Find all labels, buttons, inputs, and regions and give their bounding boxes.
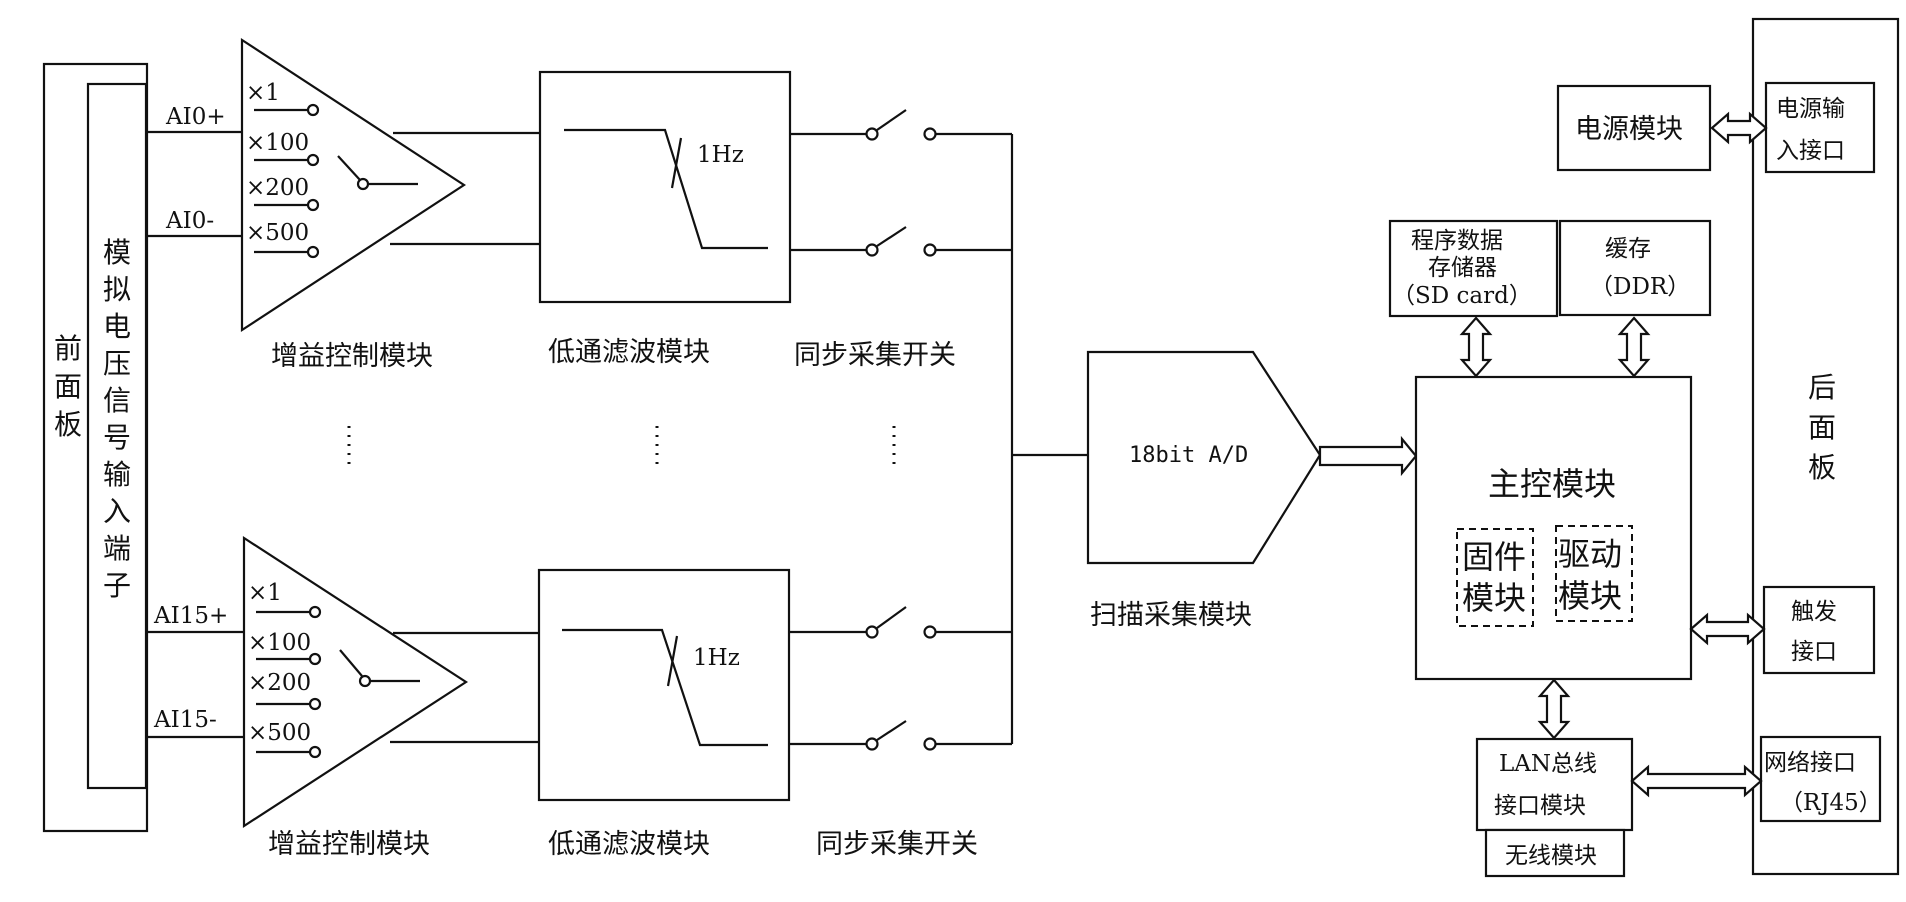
ch0-sync-switch-label: 同步采集开关: [794, 340, 956, 371]
lan-bus-line1: LAN总线: [1499, 751, 1597, 777]
driver-line2: 模块: [1558, 577, 1622, 615]
cache-box: [1558, 219, 1712, 317]
ch15-gain-x100: ×100: [248, 630, 311, 656]
ch15-gain-x200: ×200: [248, 670, 311, 696]
main-lan-arrow: [1537, 678, 1571, 740]
firmware-box: [1456, 528, 1534, 627]
scan-module-label: 扫描采集模块: [1090, 600, 1252, 631]
ch15-lowpass-module-label: 低通滤波模块: [548, 829, 710, 860]
lan-bus-box: [1475, 737, 1634, 832]
adc-to-main-arrow: [1318, 435, 1418, 477]
ch15-gain-x500: ×500: [248, 720, 311, 746]
power-arrow: [1710, 111, 1768, 145]
ch0-lowpass-module-label: 低通滤波模块: [548, 337, 710, 368]
power-input-line2: 入接口: [1776, 138, 1845, 164]
ch0-gain-module-label: 增益控制模块: [271, 341, 433, 372]
cache-line1: 缓存: [1605, 236, 1651, 262]
adc-block: [1086, 350, 1322, 565]
ch15-switch-neg: [865, 737, 879, 751]
ch0-gain-amplifier: [240, 37, 467, 333]
lan-bus-line2: 接口模块: [1494, 793, 1586, 819]
main-trigger-arrow: [1689, 612, 1766, 646]
channel-15: AI15+ AI15- ×1 ×100 ×200 ×500 1Hz: [146, 535, 1012, 829]
firmware-line2: 模块: [1462, 579, 1526, 617]
power-input-line1: 电源输: [1776, 96, 1845, 122]
network-line2: （RJ45）: [1780, 790, 1882, 816]
network-line1: 网络接口: [1764, 750, 1856, 776]
ch15-gain-amplifier: [242, 535, 469, 829]
network-box: [1759, 735, 1882, 823]
driver-line1: 驱动: [1558, 535, 1622, 573]
power-input-box: [1764, 81, 1876, 174]
ch0-gain-x100: ×100: [246, 130, 309, 156]
analog-input-terminal-box: [86, 82, 148, 790]
ch0-switch-neg: [865, 243, 879, 257]
analog-input-terminal-label: 模拟电压信号输入端子: [103, 236, 131, 602]
power-module-box: [1556, 84, 1712, 172]
cache-line2: （DDR）: [1590, 274, 1690, 300]
ch15-neg-label: AI15-: [153, 707, 217, 733]
program-storage-line3: （SD card）: [1392, 283, 1532, 309]
wireless-box: [1484, 828, 1626, 878]
trigger-line2: 接口: [1791, 639, 1837, 665]
ch0-switch-pos: [865, 127, 879, 141]
ch15-cutoff-label: 1Hz: [693, 645, 740, 671]
power-module-label: 电源模块: [1575, 114, 1683, 145]
rear-panel-label: 后面板: [1808, 371, 1836, 484]
main-control-label: 主控模块: [1488, 465, 1616, 503]
ch15-gain-module-label: 增益控制模块: [268, 829, 430, 860]
program-storage-line1: 程序数据: [1411, 228, 1503, 254]
ch15-sync-switch-label: 同步采集开关: [816, 829, 978, 860]
ch15-pos-label: AI15+: [153, 603, 228, 629]
ch15-gain-x1: ×1: [248, 580, 282, 606]
ch0-gain-x500: ×500: [246, 220, 309, 246]
ch0-cutoff-label: 1Hz: [697, 142, 744, 168]
front-panel-label: 前面板: [54, 332, 82, 441]
program-storage-box: [1388, 219, 1559, 318]
ch0-neg-label: AI0-: [165, 208, 214, 234]
trigger-box: [1762, 585, 1876, 675]
adc-label: 18bit A/D: [1129, 443, 1248, 468]
trigger-line1: 触发: [1791, 599, 1837, 625]
lan-network-arrow: [1630, 764, 1763, 798]
storage-main-arrow: [1459, 316, 1493, 378]
channel-0: AI0+ AI0- ×1 ×100 ×200 ×500 1Hz: [146, 37, 1012, 333]
program-storage-line2: 存储器: [1428, 255, 1497, 281]
ch0-pos-label: AI0+: [165, 104, 226, 130]
driver-box: [1555, 525, 1633, 622]
cache-main-arrow: [1617, 316, 1651, 378]
ch0-gain-x1: ×1: [246, 80, 280, 106]
firmware-line1: 固件: [1462, 538, 1526, 576]
ch15-switch-pos: [865, 625, 879, 639]
ch0-lowpass-filter: [538, 70, 792, 304]
wireless-label: 无线模块: [1505, 843, 1597, 869]
ch15-lowpass-filter: [537, 568, 791, 802]
ch0-gain-x200: ×200: [246, 175, 309, 201]
